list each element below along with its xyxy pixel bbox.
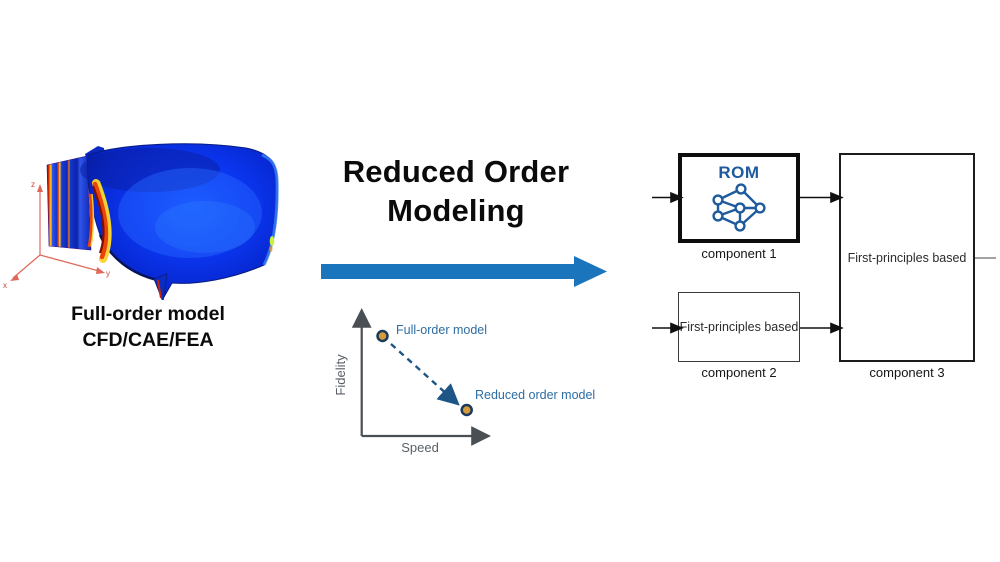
main-title-line2: Modeling	[387, 193, 525, 228]
body-highlight	[118, 168, 262, 258]
stress-arc	[91, 179, 112, 263]
component1-caption: component 1	[701, 246, 777, 261]
z-axis-label: z	[31, 180, 35, 189]
reduced-order-model-point-label: Reduced order model	[475, 388, 595, 402]
left-caption-line2: CFD/CAE/FEA	[82, 328, 214, 351]
left-caption: Full-order model CFD/CAE/FEA	[22, 302, 274, 353]
chart-y-axis-label: Fidelity	[333, 354, 348, 396]
component2-text: First-principles based	[679, 320, 799, 334]
full-order-model-point-label: Full-order model	[396, 323, 487, 337]
body-shadow	[80, 148, 220, 192]
main-title: Reduced Order Modeling	[300, 152, 612, 230]
component3-caption: component 3	[869, 365, 945, 380]
main-title-line1: Reduced Order	[342, 154, 570, 189]
transform-arrow-shape	[321, 256, 607, 287]
blade-leading-edge	[46, 155, 92, 251]
stress-streak	[87, 193, 95, 248]
body-highlight2	[155, 201, 255, 253]
cfd-rendering: z y x	[3, 143, 279, 300]
x-axis-label: x	[3, 281, 7, 290]
left-caption-line1: Full-order model	[71, 303, 225, 325]
y-axis-label: y	[106, 269, 110, 278]
reduced-order-model-point	[460, 403, 473, 417]
fidelity-speed-chart: Fidelity Speed Full-order model Reduced …	[333, 308, 595, 455]
full-order-model-point	[376, 329, 389, 343]
coordinate-axes-icon: z y x	[3, 180, 110, 290]
component3-text: First-principles based	[847, 250, 967, 265]
transform-arrow-icon	[321, 256, 607, 287]
rom-block-title: ROM	[718, 163, 760, 182]
component3-block: First-principles based	[839, 153, 975, 362]
rom-block: ROM	[678, 153, 800, 243]
neural-network-icon	[712, 183, 766, 232]
blade-bottom-fin	[153, 273, 168, 300]
chart-x-axis-label: Speed	[401, 440, 439, 455]
hot-spot	[269, 236, 275, 252]
component2-block: First-principles based	[678, 292, 800, 362]
component2-caption: component 2	[701, 365, 777, 380]
tradeoff-dashed-arrow	[390, 343, 460, 406]
